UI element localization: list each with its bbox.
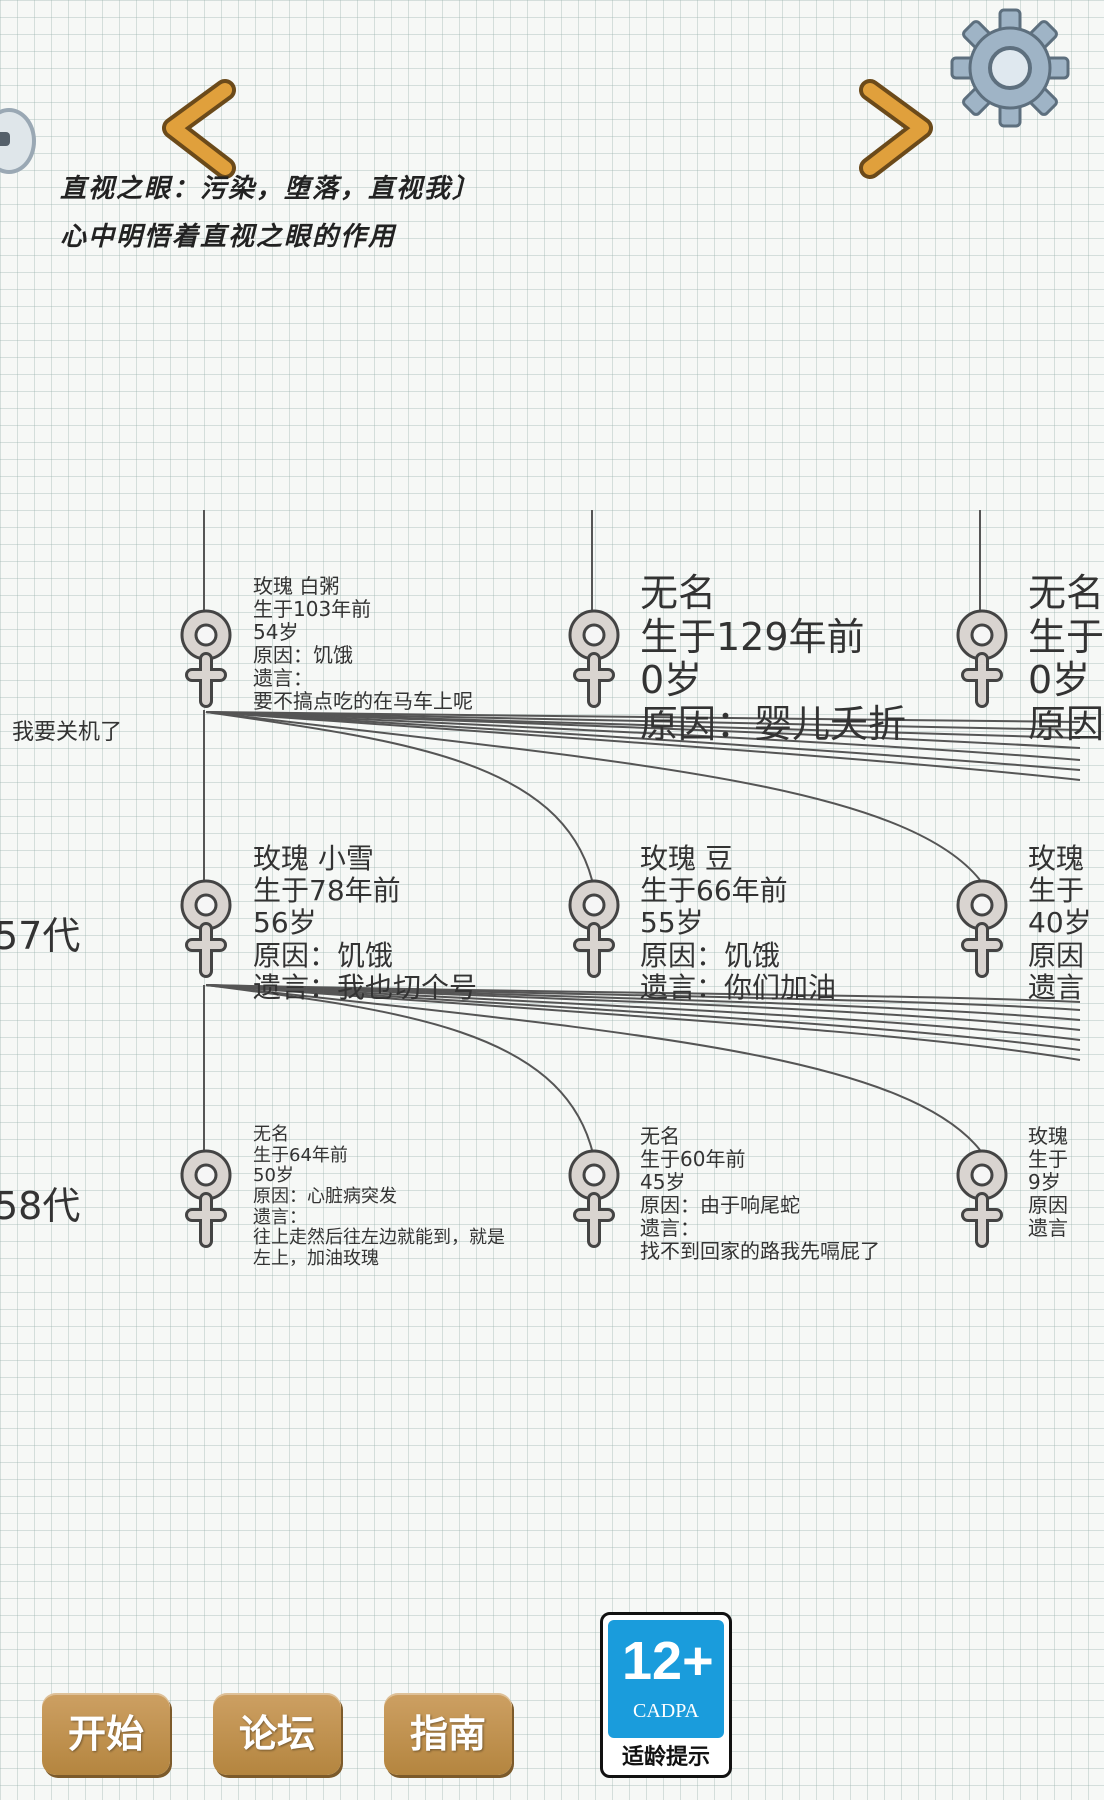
generation-label: 57代 [0,914,81,958]
member-cause: 原因：饥饿 [640,938,781,972]
member-will-label: 遗言 [1028,1216,1068,1240]
member-name: 玫瑰 白粥 [253,574,340,598]
member-will: 遗言 [1028,970,1085,1004]
member-will-label: 遗言： [640,1216,700,1240]
member-birth: 生于 [1028,614,1104,659]
member-cause: 原因：饥饿 [253,643,353,667]
member-will-label: 遗言： [253,666,313,690]
start-button[interactable]: 开始 [42,1693,170,1775]
member-age: 9岁 [1028,1170,1061,1194]
member-cause: 原因：婴儿夭折 [640,702,907,747]
member-birth: 生于78年前 [253,874,401,908]
member-card[interactable]: 无名 生于 0岁 原因 [1028,571,1104,747]
member-cause: 原因 [1028,702,1104,747]
member-cause: 原因 [1028,938,1085,972]
female-symbol-icon[interactable] [950,875,1014,985]
age-rating-number: 12+ [622,1631,714,1691]
member-will: 遗言：你们加油 [640,970,837,1004]
side-note: 我要关机了 [12,720,123,745]
member-cause: 原因：饥饿 [253,938,394,972]
member-card[interactable]: 无名 生于64年前 50岁 原因：心脏病突发 遗言： 往上走然后往左边就能到，就… [253,1124,505,1270]
female-symbol-icon[interactable] [174,1145,238,1255]
member-birth: 生于 [1028,1147,1068,1171]
member-cause: 原因：由于响尾蛇 [640,1193,800,1217]
member-card[interactable]: 玫瑰 小雪 生于78年前 56岁 原因：饥饿 遗言：我也切个号 [253,842,478,1004]
family-tree-lines [203,510,1081,1151]
member-age: 56岁 [253,906,317,940]
forum-button[interactable]: 论坛 [213,1693,341,1775]
member-age: 55岁 [640,906,704,940]
member-name: 无名 [253,1124,289,1145]
chevron-left-icon[interactable] [155,79,245,180]
member-cause: 原因 [1028,1193,1068,1217]
member-will-label: 遗言： [253,1206,307,1228]
guide-button[interactable]: 指南 [384,1693,512,1775]
member-birth: 生于66年前 [640,874,788,908]
member-card[interactable]: 无名 生于60年前 45岁 原因：由于响尾蛇 遗言： 找不到回家的路我先嗝屁了 [640,1125,880,1263]
member-birth: 生于64年前 [253,1144,348,1166]
member-cause: 原因：心脏病突发 [253,1186,397,1208]
member-card[interactable]: 玫瑰 生于 9岁 原因 遗言 [1028,1125,1068,1240]
generation-label: 58代 [0,1184,81,1228]
gear-icon[interactable] [950,8,1070,128]
member-will: 找不到回家的路我先嗝屁了 [640,1239,880,1263]
age-rating-org: CADPA [633,1700,699,1722]
member-will: 要不搞点吃的在马车上呢 [253,689,473,713]
female-symbol-icon[interactable] [562,875,626,985]
story-message-line: 直视之眼：污染，堕落，直视我〕 [60,174,481,204]
member-name: 无名 [640,1124,680,1148]
story-message-line: 心中明悟着直视之眼的作用 [60,222,397,252]
member-name: 玫瑰 小雪 [253,842,374,875]
female-symbol-icon[interactable] [950,605,1014,715]
member-age: 45岁 [640,1170,686,1194]
member-card[interactable]: 玫瑰 白粥 生于103年前 54岁 原因：饥饿 遗言： 要不搞点吃的在马车上呢 [253,575,473,713]
member-name: 无名 [640,571,717,615]
member-name: 玫瑰 豆 [640,842,733,875]
member-card[interactable]: 无名 生于129年前 0岁 原因：婴儿夭折 [640,571,907,747]
member-age: 40岁 [1028,906,1092,940]
member-card[interactable]: 玫瑰 生于 40岁 原因 遗言 [1028,842,1092,1004]
member-birth: 生于103年前 [253,597,372,621]
member-name: 无名 [1028,571,1104,615]
member-age: 54岁 [253,620,299,644]
age-rating-badge: 12+ CADPA 适龄提示 [600,1612,732,1778]
chevron-right-icon[interactable] [850,79,940,180]
member-will: 遗言：我也切个号 [253,970,478,1004]
female-symbol-icon[interactable] [950,1145,1014,1255]
female-symbol-icon[interactable] [174,605,238,715]
member-birth: 生于 [1028,874,1085,908]
member-birth: 生于60年前 [640,1147,746,1171]
female-symbol-icon[interactable] [562,605,626,715]
member-age: 0岁 [1028,658,1091,703]
member-name: 玫瑰 [1028,842,1085,875]
member-age: 50岁 [253,1165,294,1187]
member-will: 左上，加油玫瑰 [253,1248,379,1270]
female-symbol-icon[interactable] [174,875,238,985]
age-rating-tip: 适龄提示 [621,1745,710,1770]
member-name: 玫瑰 [1028,1124,1068,1148]
member-card[interactable]: 玫瑰 豆 生于66年前 55岁 原因：饥饿 遗言：你们加油 [640,842,837,1004]
member-will: 往上走然后往左边就能到，就是 [253,1227,505,1249]
member-birth: 生于129年前 [640,614,865,659]
member-age: 0岁 [640,658,703,703]
female-symbol-icon[interactable] [562,1145,626,1255]
